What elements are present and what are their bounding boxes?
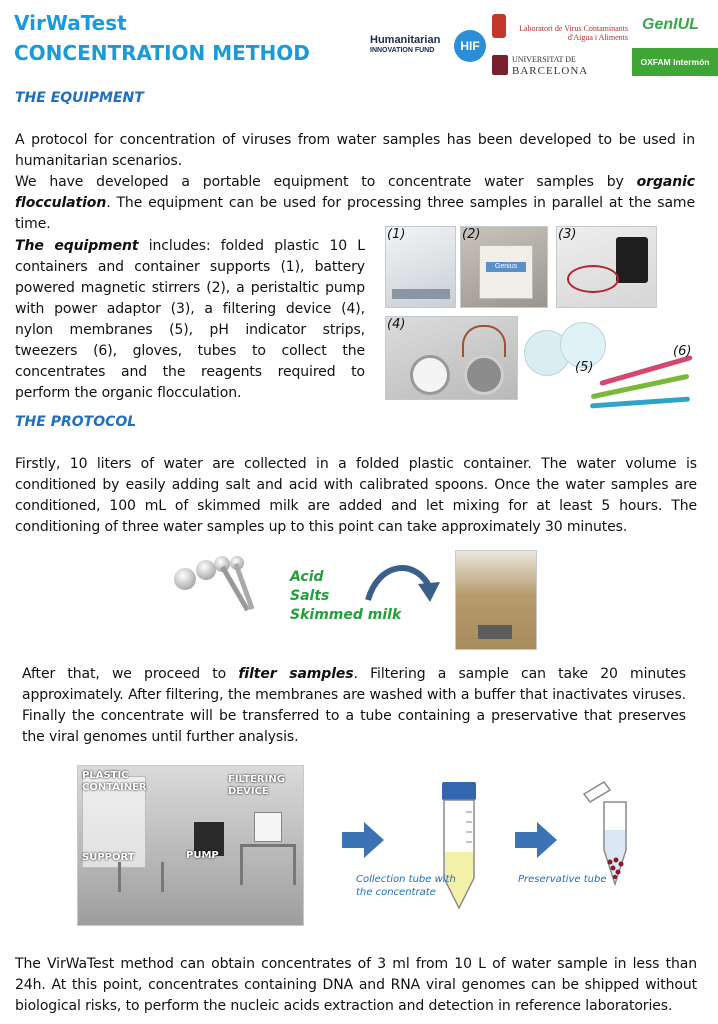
protocol-para-3: The VirWaTest method can obtain concentr… — [15, 956, 697, 1014]
milk-container-photo — [455, 550, 537, 650]
setup-pump — [194, 822, 224, 856]
setup-photo: PLASTIC CONTAINER FILTERING DEVICE SUPPO… — [77, 765, 304, 926]
equipment-intro: A protocol for concentration of viruses … — [15, 130, 695, 235]
intro-line-2c: . The equipment can be used for processi… — [15, 195, 695, 232]
tweezer-green — [590, 373, 690, 400]
photo-label-5: (5) — [575, 360, 594, 375]
reagent-list: Acid Salts Skimmed milk — [290, 568, 401, 625]
para2b: filter samples — [238, 666, 354, 682]
title-line-1: VirWaTest — [14, 11, 127, 35]
pump-cable — [567, 265, 619, 293]
label-pump: PUMP — [186, 850, 219, 861]
spoons-image — [170, 556, 270, 622]
oxfam-logo: OXFAM Intermón — [632, 48, 718, 76]
label-filtering-device: FILTERING DEVICE — [228, 774, 285, 797]
includes-bold: The equipment — [15, 238, 139, 254]
stirrer-box: Genius — [479, 245, 533, 299]
right-arrow-icon-1 — [342, 822, 384, 858]
stirrer-under-container — [478, 625, 512, 639]
pump-photo — [556, 226, 657, 308]
hif-badge-icon: HIF — [454, 30, 486, 62]
filter-tubing — [462, 325, 506, 357]
protocol-para-2: After that, we proceed to filter samples… — [22, 664, 686, 748]
title-line-2: CONCENTRATION METHOD — [14, 41, 310, 65]
stirrer-photo: Genius — [460, 226, 548, 308]
reagent-acid: Acid — [290, 569, 324, 585]
photo-label-1: (1) — [387, 227, 406, 242]
photo-label-3: (3) — [558, 227, 577, 242]
curved-arrow-icon — [365, 565, 440, 602]
filter-holder-2 — [464, 355, 504, 395]
ub-logo-text: UNIVERSITAT DE BARCELONA — [512, 55, 589, 77]
lab-logo-icon — [492, 14, 506, 38]
filter-photo — [385, 316, 518, 400]
setup-filter — [254, 812, 282, 842]
includes-text: includes: folded plastic 10 L containers… — [15, 238, 365, 401]
intro-line-1: A protocol for concentration of viruses … — [15, 132, 695, 169]
preservative-tube-icon — [582, 781, 627, 887]
photo-label-2: (2) — [462, 227, 481, 242]
container-support — [392, 289, 450, 299]
pump-body — [616, 237, 648, 283]
right-arrow-icon-2 — [515, 822, 557, 858]
lab-logo-text: Laboratori de Virus Contaminants d'Aigua… — [519, 24, 628, 42]
label-support: SUPPORT — [82, 852, 135, 863]
tweezer-pink — [599, 354, 693, 387]
reagent-milk: Skimmed milk — [290, 607, 402, 623]
intro-line-2b: organic flocculation — [15, 174, 695, 211]
equipment-includes: The equipment includes: folded plastic 1… — [15, 236, 365, 404]
hif-logo: Humanitarian INNOVATION FUND — [370, 34, 441, 54]
filter-holder-1 — [410, 355, 450, 395]
protocol-para-1: Firstly, 10 liters of water are collecte… — [15, 456, 697, 535]
container-photo — [385, 226, 456, 308]
intro-line-2a: We have developed a portable equipment t… — [15, 174, 637, 190]
collection-tube-icon — [442, 782, 476, 910]
reagent-salts: Salts — [290, 588, 330, 604]
ub-crest-icon — [492, 55, 508, 75]
membrane-2 — [560, 322, 606, 368]
preservative-tube-caption: Preservative tube — [518, 874, 607, 885]
tweezer-blue — [589, 396, 691, 409]
setup-support — [118, 862, 164, 892]
protocol-heading: THE PROTOCOL — [15, 414, 137, 430]
para2a: After that, we proceed to — [22, 666, 239, 682]
setup-filter-support — [240, 844, 296, 885]
equipment-heading: THE EQUIPMENT — [15, 90, 144, 106]
photo-label-6: (6) — [673, 344, 692, 359]
photo-label-4: (4) — [387, 317, 406, 332]
collection-tube-caption: Collection tube with the concentrate — [356, 874, 456, 898]
para2c: . Filtering a sample can take 20 minutes… — [22, 666, 686, 745]
setup-container — [82, 776, 146, 868]
geniul-logo: GenIUL — [642, 16, 699, 33]
label-plastic-container: PLASTIC CONTAINER — [82, 770, 147, 793]
